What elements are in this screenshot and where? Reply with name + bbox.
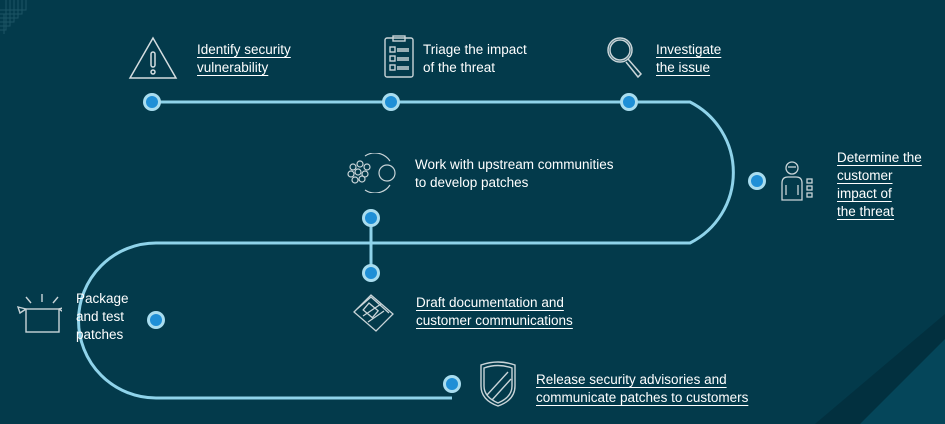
customer-checklist-icon — [781, 161, 813, 201]
step-triage-label: Triage the impact of the threat — [423, 41, 527, 77]
step-triage-line-2: of the threat — [423, 60, 496, 75]
corner-pattern-icon — [0, 0, 27, 34]
warning-triangle-icon — [128, 36, 178, 79]
open-box-icon — [16, 294, 62, 333]
node-investigate — [620, 93, 638, 111]
magnifier-icon — [607, 37, 643, 79]
step-investigate-link[interactable]: Investigate the issue — [656, 41, 721, 77]
step-release-line-1[interactable]: Release security advisories and — [536, 372, 727, 387]
step-package-label: Package and test patches — [76, 290, 129, 344]
clipboard-checklist-icon — [384, 35, 414, 78]
step-package-line-3: patches — [76, 327, 124, 342]
node-identify — [143, 93, 161, 111]
step-release-link[interactable]: Release security advisories and communic… — [536, 371, 748, 407]
node-release — [443, 375, 461, 393]
community-circles-icon — [347, 153, 396, 193]
step-determine-line-2[interactable]: customer — [837, 168, 893, 183]
step-determine-line-4[interactable]: the threat — [837, 204, 895, 219]
step-upstream-label: Work with upstream communities to develo… — [415, 156, 614, 192]
corner-stripe-decoration — [815, 314, 945, 424]
documents-icon — [353, 294, 394, 332]
step-determine-line-3[interactable]: impact of — [837, 186, 892, 201]
step-draft-line-2[interactable]: customer communications — [416, 313, 573, 328]
step-draft-link[interactable]: Draft documentation and customer communi… — [416, 294, 573, 330]
node-draft — [362, 264, 380, 282]
shield-icon — [480, 361, 516, 407]
step-determine-line-1[interactable]: Determine the — [837, 150, 922, 165]
step-triage-line-1: Triage the impact — [423, 42, 527, 57]
nodes — [143, 93, 766, 393]
step-upstream-line-2: to develop patches — [415, 175, 529, 190]
node-package — [147, 311, 165, 329]
flow-line — [77, 100, 735, 400]
step-package-line-2: and test — [76, 309, 125, 324]
step-investigate-line-1[interactable]: Investigate — [656, 42, 722, 57]
step-identify-line-2[interactable]: vulnerability — [197, 60, 269, 75]
node-triage — [382, 93, 400, 111]
step-investigate-line-2[interactable]: the issue — [656, 60, 711, 75]
node-determine — [748, 172, 766, 190]
step-release-line-2[interactable]: communicate patches to customers — [536, 390, 749, 405]
step-draft-line-1[interactable]: Draft documentation and — [416, 295, 564, 310]
step-package-line-1: Package — [76, 291, 129, 306]
step-determine-link[interactable]: Determine the customer impact of the thr… — [837, 149, 922, 221]
node-upstream — [362, 209, 380, 227]
step-identify-line-1[interactable]: Identify security — [197, 42, 291, 57]
step-identify-link[interactable]: Identify security vulnerability — [197, 41, 291, 77]
step-upstream-line-1: Work with upstream communities — [415, 157, 614, 172]
